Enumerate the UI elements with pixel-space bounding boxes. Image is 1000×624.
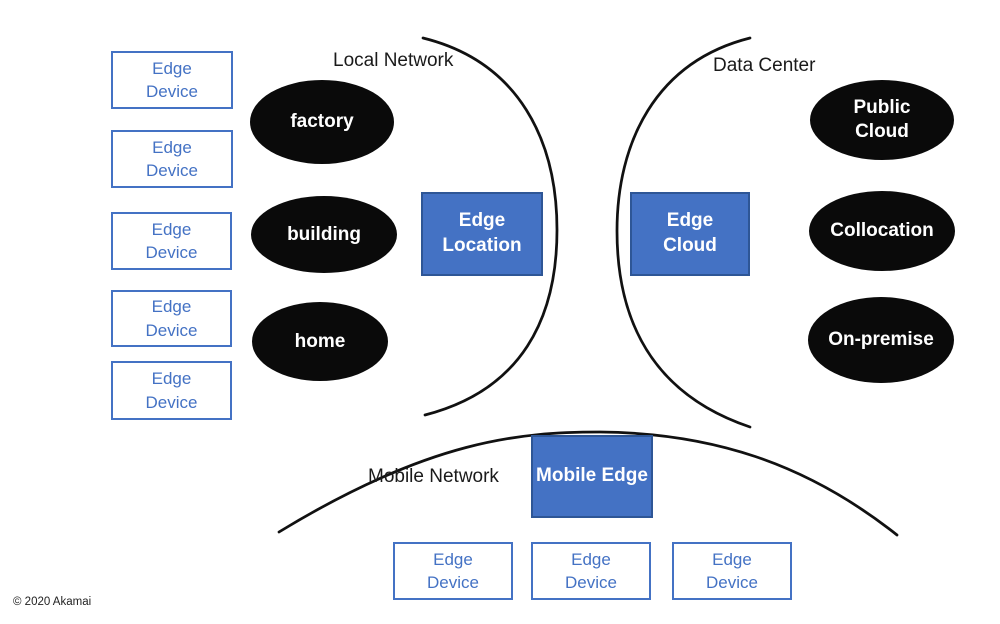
edge-device-box: Edge Device bbox=[111, 361, 232, 420]
data-center-curve bbox=[615, 36, 752, 429]
collocation-node: Collocation bbox=[809, 191, 955, 271]
edge-location-hub: Edge Location bbox=[421, 192, 543, 276]
data-center-label: Data Center bbox=[713, 55, 816, 76]
mobile-network-curve bbox=[277, 430, 899, 537]
home-node: home bbox=[252, 302, 388, 381]
on-premise-node: On-premise bbox=[808, 297, 954, 383]
edge-device-box: Edge Device bbox=[111, 51, 233, 109]
local-network-label: Local Network bbox=[333, 50, 454, 71]
edge-device-box: Edge Device bbox=[393, 542, 513, 600]
mobile-network-label: Mobile Network bbox=[368, 466, 499, 487]
edge-device-box: Edge Device bbox=[111, 212, 232, 270]
edge-device-box: Edge Device bbox=[531, 542, 651, 600]
building-node: building bbox=[251, 196, 397, 273]
copyright-notice: © 2020 Akamai bbox=[13, 596, 92, 608]
edge-device-box: Edge Device bbox=[111, 290, 232, 347]
mobile-edge-hub: Mobile Edge bbox=[531, 435, 653, 518]
factory-node: factory bbox=[250, 80, 394, 164]
local-network-curve bbox=[421, 36, 559, 417]
edge-device-box: Edge Device bbox=[672, 542, 792, 600]
public-cloud-node: Public Cloud bbox=[810, 80, 954, 160]
edge-cloud-hub: Edge Cloud bbox=[630, 192, 750, 276]
edge-device-box: Edge Device bbox=[111, 130, 233, 188]
